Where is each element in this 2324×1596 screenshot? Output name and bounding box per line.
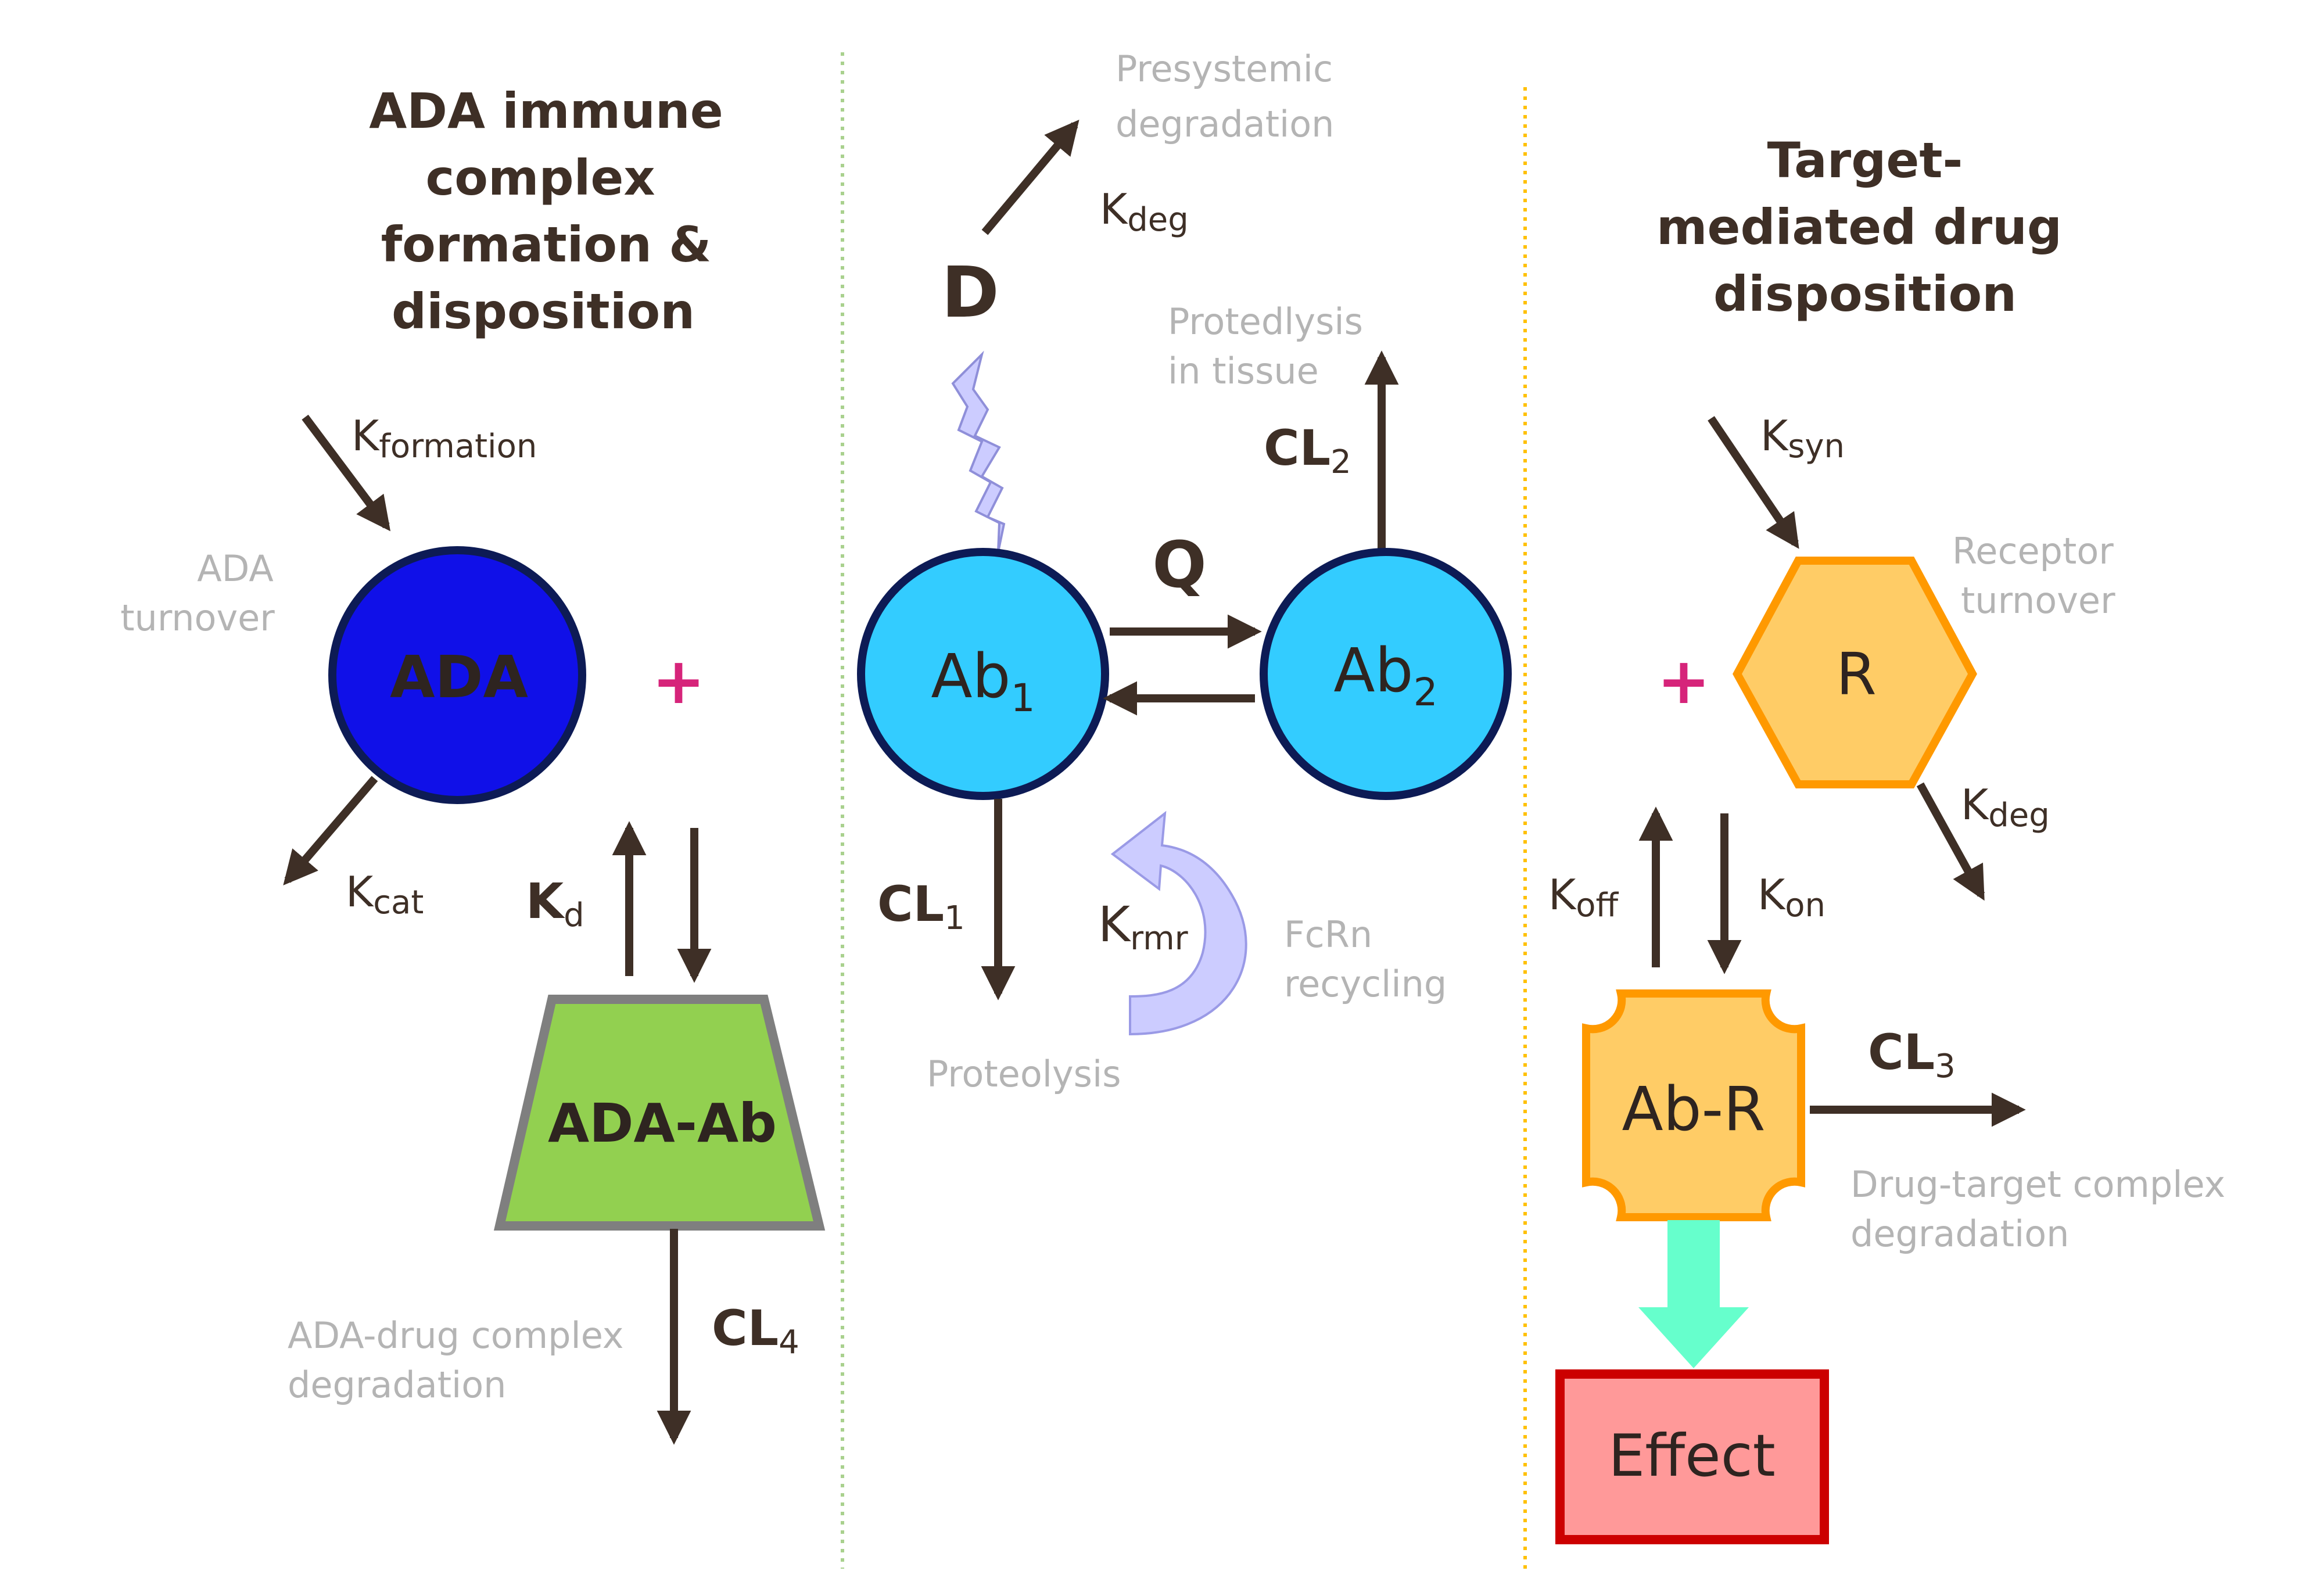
k-cat-label: Kcat [346,867,424,921]
ada-turnover-line2: turnover [120,597,275,639]
ab-r-complex-node [1582,989,1805,1221]
lightning-bolt-icon [951,350,1006,553]
left-panel-title: ADA immune complex formation & dispositi… [369,83,723,340]
receptor-node-label: R [1836,640,1876,708]
k-deg-middle-label: Kdeg [1100,185,1189,239]
svg-text:disposition: disposition [1713,266,2017,322]
fcrn-line1: FcRn [1284,913,1372,956]
ada-node-label: ADA [390,643,528,711]
drug-target-degradation-line1: Drug-target complex [1850,1163,2225,1206]
k-deg-right-arrow [1916,782,1985,901]
receptor-node [1733,557,1977,788]
presystemic-line1: Presystemic [1116,48,1333,90]
proteolysis-label: Proteolysis [927,1053,1121,1095]
k-on-label: Kon [1758,870,1826,924]
ab1-node [857,548,1109,800]
effect-arrow [1638,1220,1749,1368]
svg-text:disposition: disposition [392,283,695,340]
plus-sign-right: + [1657,644,1710,718]
ab-r-complex-label: Ab-R [1622,1074,1766,1145]
svg-text:ADA immune: ADA immune [369,83,723,139]
effect-node-label: Effect [1608,1422,1776,1490]
fcrn-recycling-arrow [1110,810,1247,1036]
svg-text:formation &: formation & [381,216,712,273]
k-formation-arrow [302,414,391,532]
cl2-label: CL2 [1264,419,1351,481]
receptor-turnover-line1: Receptor [1952,530,2114,572]
k-syn-label: Ksyn [1760,411,1845,465]
ada-drug-degradation-line1: ADA-drug complex [288,1314,623,1357]
k-deg-right-label: Kdeg [1961,780,2050,834]
ada-drug-degradation-line2: degradation [288,1364,506,1406]
k-syn-arrow [1708,416,1799,549]
presystemic-arrow [981,119,1079,235]
proteolysis-tissue-line1: Protedlysis [1168,300,1363,343]
proteolysis-tissue-line2: in tissue [1168,350,1319,392]
ada-node [328,546,586,804]
dose-label: D [941,253,999,333]
svg-text:mediated drug: mediated drug [1656,199,2062,256]
plus-sign-left: + [652,644,705,718]
k-cat-arrow [283,776,378,885]
presystemic-line2: degradation [1116,103,1334,145]
k-formation-label: Kformation [352,411,537,465]
effect-node [1555,1369,1829,1544]
ab2-node [1260,548,1512,800]
cl3-label: CL3 [1868,1024,1956,1085]
cl4-label: CL4 [712,1300,799,1361]
ada-ab-complex-label: ADA-Ab [548,1092,777,1154]
svg-text:Target-: Target- [1767,132,1963,189]
q-label: Q [1152,528,1207,602]
cl1-label: CL1 [877,876,965,937]
kd-label: Kd [526,873,584,934]
drug-target-degradation-line2: degradation [1850,1213,2069,1255]
ab1-node-label: Ab1 [931,641,1035,720]
ab2-node-label: Ab2 [1333,635,1437,715]
k-rmr-label: Krmr [1098,896,1189,957]
ada-ab-complex-node [493,995,826,1231]
k-off-label: Koff [1548,870,1619,924]
svg-text:complex: complex [425,149,655,206]
receptor-turnover-line2: turnover [1961,579,2115,622]
right-panel-title: Target- mediated drug disposition [1656,132,2062,322]
fcrn-line2: recycling [1284,963,1447,1005]
ada-turnover-line1: ADA [197,547,273,590]
